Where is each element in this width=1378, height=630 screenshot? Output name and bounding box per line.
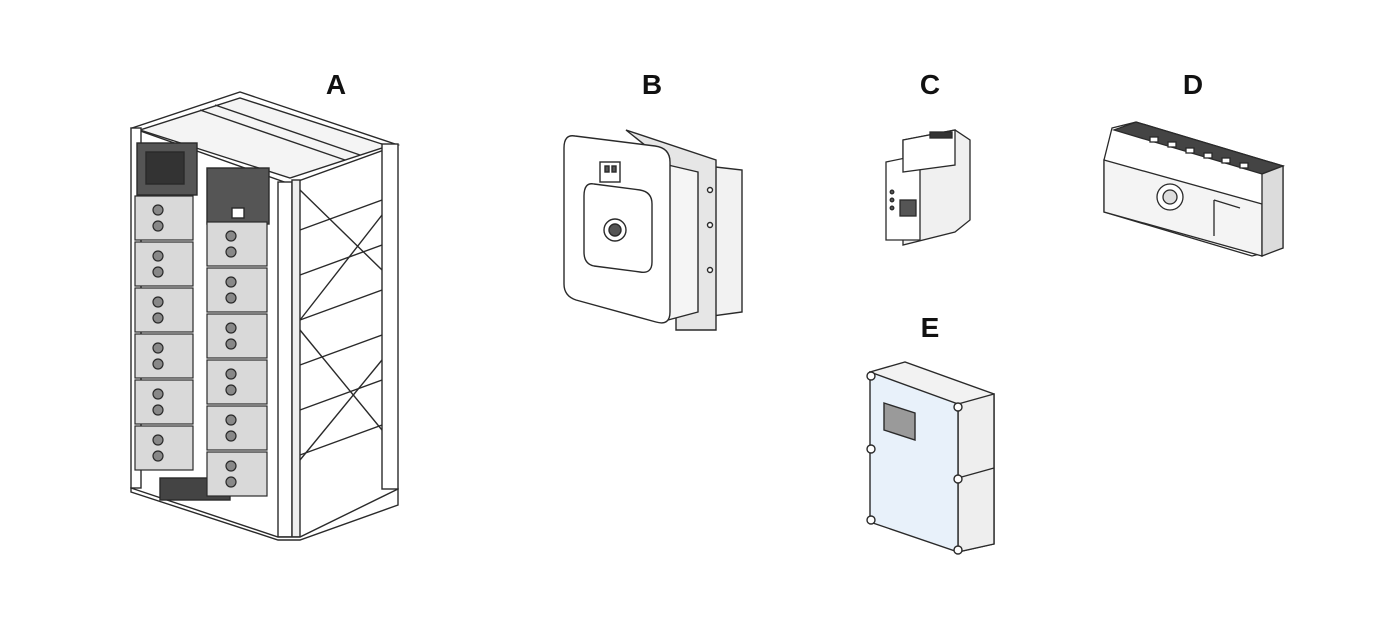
wall-inverter-icon xyxy=(563,129,743,331)
label-b: B xyxy=(641,69,663,100)
battery-module-column-left xyxy=(134,195,194,471)
din-rail-controller-icon xyxy=(1103,121,1286,257)
battery-module-column-right xyxy=(206,221,268,497)
label-a: A xyxy=(325,69,347,100)
din-rail-meter-icon xyxy=(885,129,971,246)
enclosure-box-icon xyxy=(866,361,995,555)
label-c: C xyxy=(919,69,941,100)
label-d: D xyxy=(1182,69,1204,100)
label-e: E xyxy=(920,312,940,343)
